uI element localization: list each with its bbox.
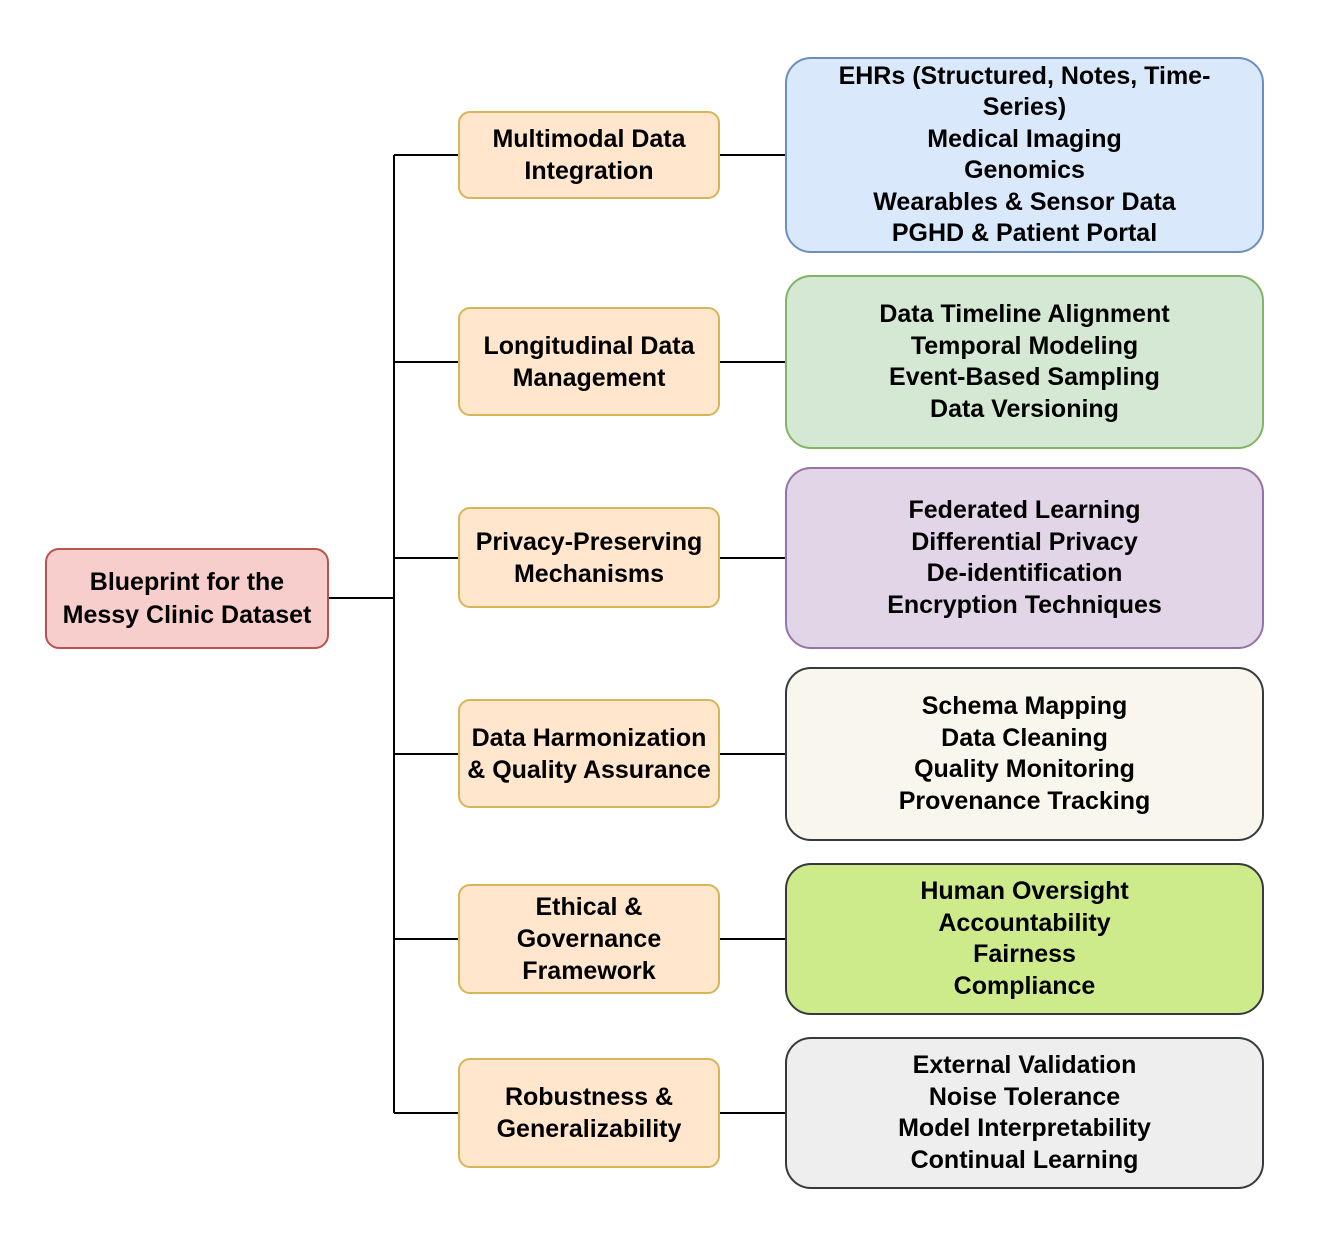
detail-node-multimodal: EHRs (Structured, Notes, Time- Series) M…: [785, 57, 1264, 253]
detail-item: Wearables & Sensor Data: [873, 187, 1176, 216]
root-node: Blueprint for the Messy Clinic Dataset: [45, 548, 329, 649]
detail-item: Differential Privacy: [911, 527, 1138, 556]
root-line: Messy Clinic Dataset: [62, 600, 312, 629]
category-line: Governance: [516, 925, 662, 953]
category-line: Management: [512, 363, 666, 392]
category-line: Framework: [522, 957, 656, 985]
detail-item: Schema Mapping: [921, 692, 1128, 720]
category-line: Ethical &: [535, 893, 643, 921]
detail-node-harmonization: Schema Mapping Data Cleaning Quality Mon…: [785, 667, 1264, 841]
detail-item: Quality Monitoring: [914, 755, 1135, 783]
detail-item: Medical Imaging: [927, 124, 1122, 153]
detail-item: Temporal Modeling: [910, 331, 1139, 360]
category-line: Longitudinal Data: [483, 331, 695, 360]
detail-node-longitudinal: Data Timeline Alignment Temporal Modelin…: [785, 275, 1264, 449]
category-line: Data Harmonization: [471, 723, 707, 752]
detail-item: EHRs (Structured, Notes, Time-: [838, 61, 1211, 90]
detail-node-privacy: Federated Learning Differential Privacy …: [785, 467, 1264, 649]
root-line: Blueprint for the: [89, 567, 285, 596]
detail-item: Fairness: [973, 940, 1076, 968]
detail-item: Noise Tolerance: [928, 1082, 1121, 1111]
category-node-robustness: Robustness & Generalizability: [458, 1058, 720, 1168]
category-line: Robustness &: [504, 1083, 674, 1111]
detail-item: Data Cleaning: [941, 723, 1108, 752]
category-node-multimodal: Multimodal Data Integration: [458, 111, 720, 199]
detail-item: External Validation: [912, 1051, 1137, 1079]
category-node-longitudinal: Longitudinal Data Management: [458, 307, 720, 416]
detail-item: Encryption Techniques: [887, 590, 1162, 619]
detail-item: Accountability: [938, 908, 1111, 937]
detail-item: Compliance: [953, 971, 1096, 1000]
detail-item: Series): [982, 93, 1067, 121]
detail-item: Event-Based Sampling: [889, 363, 1160, 391]
detail-item: De-identification: [926, 559, 1123, 587]
category-line: Mechanisms: [513, 559, 665, 588]
detail-item: Federated Learning: [908, 496, 1141, 524]
category-line: Integration: [524, 157, 654, 185]
detail-item: Continual Learning: [910, 1145, 1139, 1174]
category-node-harmonization: Data Harmonization & Quality Assurance: [458, 699, 720, 808]
detail-node-ethical: Human Oversight Accountability Fairness …: [785, 863, 1264, 1015]
detail-item: PGHD & Patient Portal: [891, 219, 1158, 247]
category-line: Generalizability: [496, 1115, 682, 1143]
detail-item: Data Timeline Alignment: [879, 300, 1170, 328]
detail-item: Provenance Tracking: [898, 786, 1151, 815]
category-node-ethical: Ethical & Governance Framework: [458, 884, 720, 994]
category-line: Multimodal Data: [492, 125, 686, 153]
detail-item: Genomics: [964, 156, 1085, 184]
category-line: & Quality Assurance: [467, 755, 711, 784]
detail-node-robustness: External Validation Noise Tolerance Mode…: [785, 1037, 1264, 1189]
category-node-privacy: Privacy-Preserving Mechanisms: [458, 507, 720, 608]
category-line: Privacy-Preserving: [475, 527, 703, 556]
detail-item: Human Oversight: [920, 877, 1129, 905]
detail-item: Data Versioning: [930, 394, 1119, 423]
detail-item: Model Interpretability: [898, 1114, 1151, 1142]
